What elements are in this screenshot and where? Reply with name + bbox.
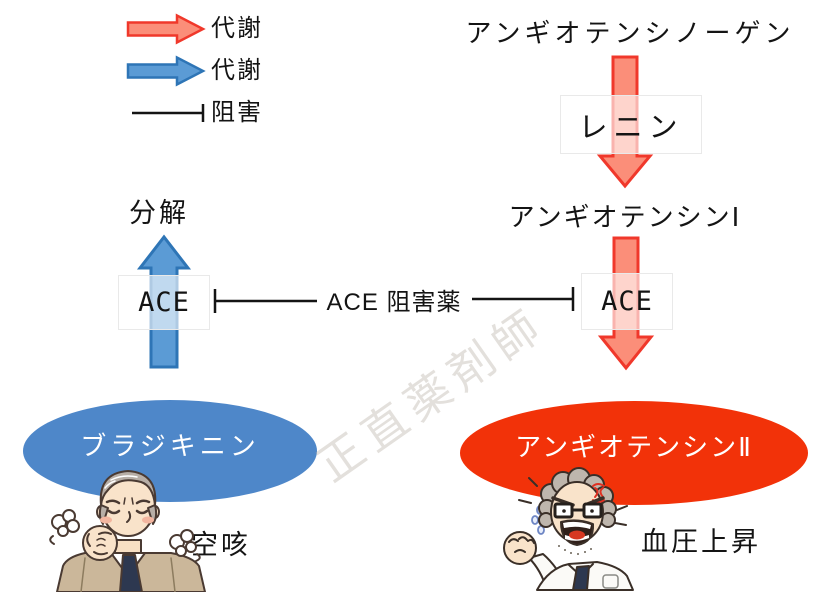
coughing-elderly-man-illustration (49, 470, 206, 592)
inhibition-line-left-icon (213, 289, 317, 313)
bradykinin-ellipse (23, 400, 317, 502)
ace-box-left: ACE (118, 275, 210, 330)
angiotensinogen-label: アンギオテンシノーゲン (465, 18, 795, 48)
ace-right-label: ACE (601, 286, 653, 317)
blood-pressure-rise-label: 血圧上昇 (641, 527, 761, 557)
angiotensin1-label: アンギオテンシンⅠ (508, 202, 742, 232)
legend-blue-metabolism-arrow-icon (126, 55, 206, 87)
ace-box-right: ACE (581, 273, 673, 330)
legend-label-metabolism-red: 代謝 (211, 15, 263, 42)
angiotensin2-label: アンギオテンシンⅡ (515, 432, 753, 462)
ace-left-label: ACE (138, 287, 190, 318)
legend-inhibition-line-icon (132, 104, 205, 122)
renin-label: レニン (578, 111, 684, 144)
dry-cough-label: 空咳 (191, 530, 251, 560)
renin-box: レニン (560, 95, 702, 154)
degradation-label: 分解 (129, 198, 189, 228)
angry-elderly-man-illustration (503, 467, 634, 591)
inhibition-line-right-icon (472, 287, 575, 311)
legend-label-metabolism-blue: 代謝 (211, 57, 263, 84)
legend-label-inhibition: 阻害 (211, 99, 263, 126)
angiotensin2-ellipse (460, 401, 808, 505)
ace-inhibitor-label: ACE 阻害薬 (326, 289, 462, 316)
bradykinin-label: ブラジキニン (80, 431, 260, 461)
legend-red-metabolism-arrow-icon (126, 13, 206, 45)
